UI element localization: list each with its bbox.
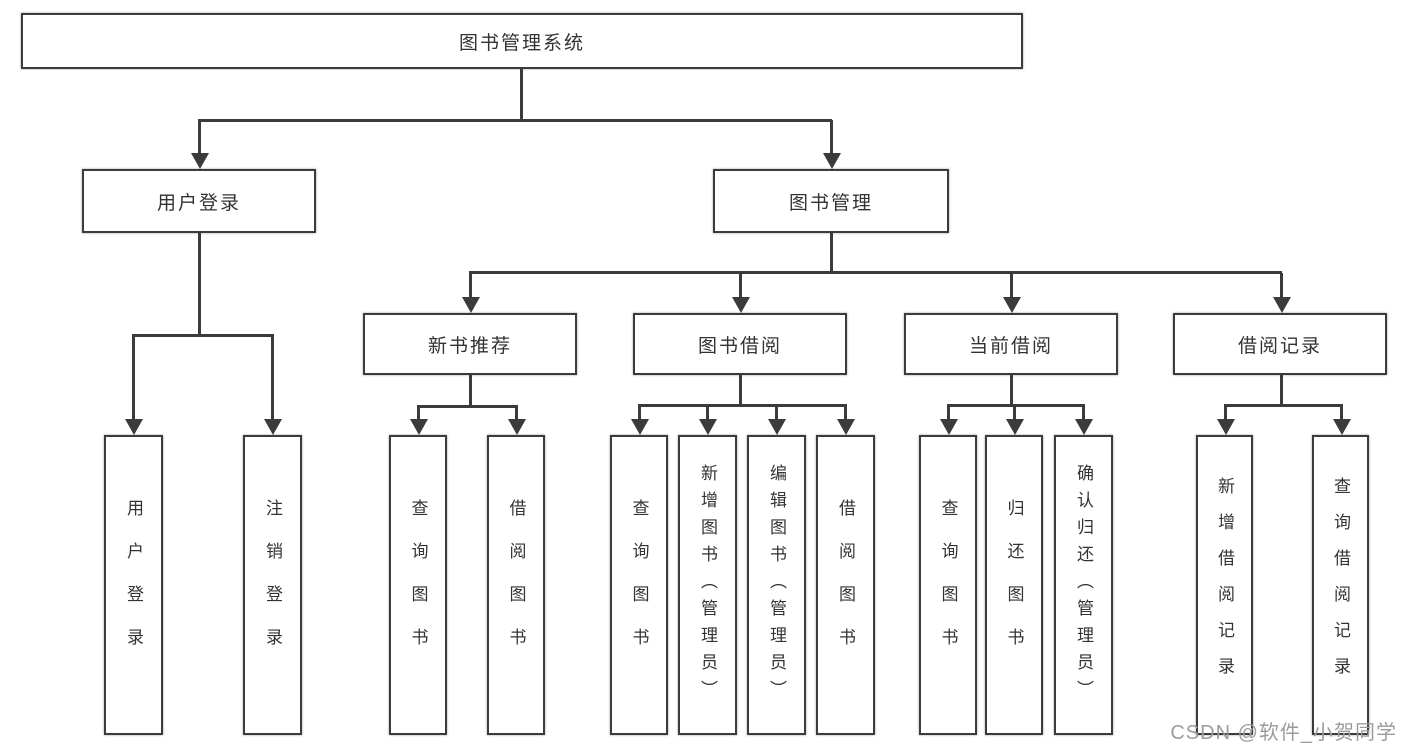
- connector-root-stub: [520, 69, 523, 121]
- arrow-to-user-login: [190, 120, 209, 169]
- connector-book-borrowing-branch: [638, 404, 847, 407]
- leaf-edit-book-admin: 编辑图书（管理员）: [747, 435, 806, 735]
- leaf-borrow-books-1: 借阅图书: [487, 435, 545, 735]
- leaf-query-books-1-label: 查询图书: [408, 499, 428, 671]
- arrow-to-current-borrowing: [1002, 273, 1021, 313]
- leaf-add-borrow-record: 新增借阅记录: [1196, 435, 1253, 735]
- leaf-confirm-return-admin-label: 确认归还（管理员）: [1074, 463, 1093, 707]
- arrow-to-book-borrowing: [731, 273, 750, 313]
- arrow-to-leaf-user-login: [124, 336, 143, 435]
- arrow-to-leaf-add-borrow-record: [1216, 405, 1235, 435]
- connector-root-branch: [198, 119, 832, 122]
- node-current-borrowing: 当前借阅: [904, 313, 1118, 375]
- leaf-return-book-label: 归还图书: [1004, 499, 1024, 671]
- leaf-query-books-3: 查询图书: [919, 435, 977, 735]
- leaf-add-book-admin: 新增图书（管理员）: [678, 435, 737, 735]
- arrow-to-new-book-recommend: [461, 273, 480, 313]
- connector-borrowing-records-branch: [1224, 404, 1343, 407]
- arrow-to-leaf-logout: [263, 336, 282, 435]
- connector-user-login-stub: [198, 233, 201, 337]
- arrow-to-leaf-return-book: [1005, 405, 1024, 435]
- leaf-confirm-return-admin: 确认归还（管理员）: [1054, 435, 1113, 735]
- leaf-user-login: 用户登录: [104, 435, 163, 735]
- leaf-query-books-1: 查询图书: [389, 435, 447, 735]
- node-borrowing-records-label: 借阅记录: [1237, 335, 1322, 357]
- node-current-borrowing-label: 当前借阅: [968, 335, 1053, 357]
- connector-book-management-branch: [469, 271, 1282, 274]
- node-new-book-recommend-label: 新书推荐: [427, 335, 512, 357]
- connector-borrowing-records-stub: [1280, 375, 1283, 407]
- connector-current-borrowing-stub: [1010, 375, 1013, 407]
- leaf-query-books-2-label: 查询图书: [629, 499, 649, 671]
- arrow-to-borrowing-records: [1272, 273, 1291, 313]
- node-root: 图书管理系统: [21, 13, 1023, 69]
- arrow-to-book-management: [822, 120, 841, 169]
- node-book-borrowing: 图书借阅: [633, 313, 847, 375]
- leaf-query-books-3-label: 查询图书: [938, 499, 958, 671]
- leaf-borrow-books-2: 借阅图书: [816, 435, 875, 735]
- leaf-borrow-books-2-label: 借阅图书: [836, 499, 855, 671]
- arrow-to-leaf-confirm-return: [1074, 405, 1093, 435]
- node-root-label: 图书管理系统: [458, 32, 585, 54]
- connector-book-management-stub: [830, 233, 833, 274]
- leaf-logout-label: 注销登录: [263, 499, 282, 671]
- connector-book-borrowing-stub: [739, 375, 742, 407]
- leaf-query-borrow-record-label: 查询借阅记录: [1331, 477, 1350, 693]
- arrow-to-leaf-borrow-books-2: [836, 405, 855, 435]
- node-book-management: 图书管理: [713, 169, 949, 233]
- connector-new-book-recommend-branch: [417, 405, 518, 408]
- node-book-management-label: 图书管理: [788, 192, 873, 214]
- arrow-to-leaf-query-borrow-record: [1332, 405, 1351, 435]
- node-user-login-label: 用户登录: [156, 192, 241, 214]
- leaf-add-borrow-record-label: 新增借阅记录: [1215, 477, 1234, 693]
- arrow-to-leaf-edit-book: [767, 405, 786, 435]
- connector-current-borrowing-branch: [947, 404, 1085, 407]
- node-new-book-recommend: 新书推荐: [363, 313, 577, 375]
- connector-user-login-branch: [132, 334, 274, 337]
- arrow-to-leaf-query-books-1: [409, 406, 428, 435]
- leaf-add-book-admin-label: 新增图书（管理员）: [698, 463, 717, 707]
- leaf-user-login-label: 用户登录: [124, 499, 143, 671]
- leaf-return-book: 归还图书: [985, 435, 1043, 735]
- node-book-borrowing-label: 图书借阅: [697, 335, 782, 357]
- csdn-watermark: CSDN @软件_小贺同学: [1170, 722, 1397, 744]
- node-user-login: 用户登录: [82, 169, 316, 233]
- leaf-query-borrow-record: 查询借阅记录: [1312, 435, 1369, 735]
- leaf-query-books-2: 查询图书: [610, 435, 668, 735]
- arrow-to-leaf-add-book: [698, 405, 717, 435]
- leaf-edit-book-admin-label: 编辑图书（管理员）: [767, 463, 786, 707]
- node-borrowing-records: 借阅记录: [1173, 313, 1387, 375]
- leaf-logout: 注销登录: [243, 435, 302, 735]
- leaf-borrow-books-1-label: 借阅图书: [506, 499, 526, 671]
- arrow-to-leaf-query-books-2: [630, 405, 649, 435]
- arrow-to-leaf-borrow-books-1: [507, 406, 526, 435]
- arrow-to-leaf-query-books-3: [939, 405, 958, 435]
- connector-new-book-recommend-stub: [469, 375, 472, 408]
